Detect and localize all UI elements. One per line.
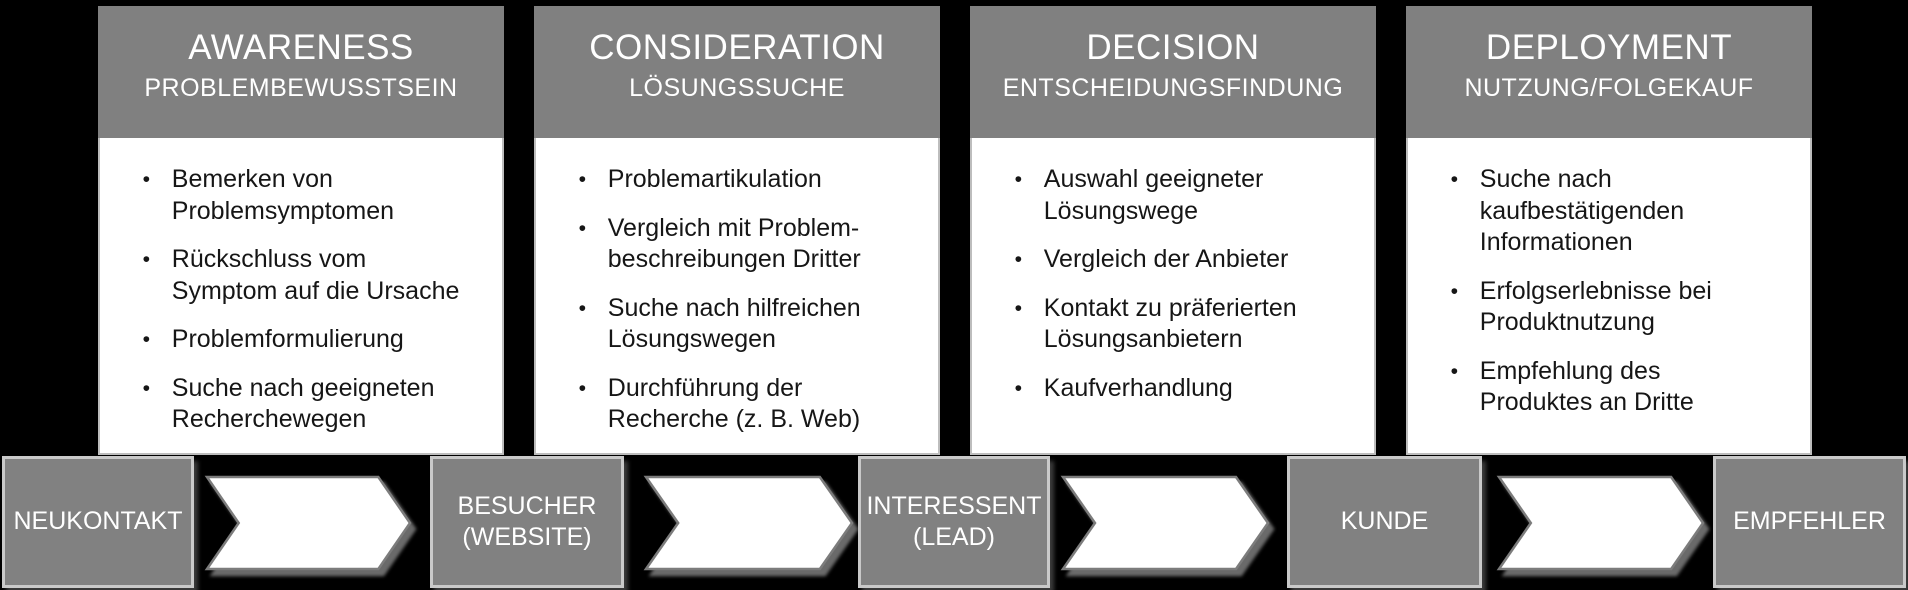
stage-title: DECISION	[1086, 28, 1260, 67]
bullet-text: Suche nach hilfreichen Lösungswegen	[607, 293, 861, 354]
bullet-text: Rückschluss vom Symptom auf die Ursache	[171, 245, 460, 305]
funnel-box-label: NEUKONTAKT	[13, 507, 183, 536]
bullet-item: • Suche nach hilfreichen Lösungswegen	[578, 293, 920, 356]
stage-title: CONSIDERATION	[589, 28, 885, 67]
chevron-arrow-icon	[1060, 475, 1270, 571]
funnel-box-label: BESUCHER (WEBSITE)	[457, 491, 597, 551]
stage-awareness-body: • Bemerken von Problemsymptomen • Rückschl…	[98, 138, 504, 455]
bullet-dot: •	[578, 295, 587, 320]
bullet-text: Bemerken von Problemsymptomen	[171, 165, 395, 225]
stage-subtitle: PROBLEMBEWUSSTSEIN	[144, 74, 458, 103]
bullet-item: • Auswahl geeigneter Lösungswege	[1014, 164, 1356, 227]
bullet-dot: •	[1450, 278, 1459, 303]
bullet-text: Erfolgserlebnisse bei Produktnutzung	[1479, 276, 1712, 337]
bullet-item: • Suche nach geeigneten Recherchewegen	[142, 373, 484, 436]
bullet-item: • Problemformulierung	[142, 324, 484, 356]
stage-consideration-header: CONSIDERATION LÖSUNGSSUCHE	[534, 6, 940, 138]
stage-decision-header: DECISION ENTSCHEIDUNGSFINDUNG	[970, 6, 1376, 138]
bullet-dot: •	[142, 167, 151, 192]
bullet-item: • Bemerken von Problemsymptomen	[142, 164, 484, 227]
bullet-item: • Problemartikulation	[578, 164, 920, 196]
stage-consideration: CONSIDERATION LÖSUNGSSUCHE • Problemartik…	[534, 6, 940, 455]
bullet-dot: •	[1450, 167, 1459, 192]
bullet-item: • Erfolgserlebnisse bei Produktnutzung	[1450, 276, 1792, 339]
stage-subtitle: LÖSUNGSSUCHE	[629, 74, 845, 103]
bullet-dot: •	[1450, 358, 1459, 383]
stage-deployment-header: DEPLOYMENT NUTZUNG/FOLGEKAUF	[1406, 6, 1812, 138]
chevron-arrow-icon	[204, 475, 412, 571]
stage-decision-body: • Auswahl geeigneter Lösungswege • Verglei…	[970, 138, 1376, 455]
funnel-box-interessent: INTERESSENT (LEAD)	[858, 456, 1050, 588]
bullet-text: Vergleich der Anbieter	[1043, 245, 1289, 273]
bullet-dot: •	[578, 375, 587, 400]
chevron-arrow-icon	[643, 475, 854, 571]
bullet-item: • Kaufverhandlung	[1014, 373, 1356, 405]
stage-title: AWARENESS	[188, 28, 414, 67]
bullet-dot: •	[1014, 375, 1023, 400]
bullet-text: Durchführung der Recherche (z. B. Web)	[607, 373, 861, 434]
bullet-dot: •	[1014, 247, 1023, 272]
bullet-text: Vergleich mit Problem- beschreibungen Dr…	[607, 213, 861, 274]
bullet-item: • Empfehlung des Produktes an Dritte	[1450, 356, 1792, 419]
funnel-box-empfehler: EMPFEHLER	[1713, 456, 1906, 588]
bullet-item: • Vergleich der Anbieter	[1014, 244, 1356, 276]
bullet-item: • Rückschluss vom Symptom auf die Ursache	[142, 244, 484, 307]
bullet-dot: •	[578, 215, 587, 240]
bullet-text: Kontakt zu präferierten Lösungsanbietern	[1043, 293, 1297, 354]
bullet-text: Empfehlung des Produktes an Dritte	[1479, 356, 1694, 417]
bullet-item: • Durchführung der Recherche (z. B. Web)	[578, 373, 920, 436]
funnel-box-label: KUNDE	[1340, 507, 1429, 536]
bullet-text: Problemartikulation	[607, 165, 822, 193]
bullet-dot: •	[142, 375, 151, 400]
bullet-text: Problemformulierung	[171, 325, 404, 353]
bullet-text: Kaufverhandlung	[1043, 373, 1233, 402]
stage-deployment-body: • Suche nach kaufbestätigenden Informatio…	[1406, 138, 1812, 455]
bullet-item: • Vergleich mit Problem- beschreibungen D…	[578, 213, 920, 276]
funnel-box-besucher: BESUCHER (WEBSITE)	[430, 456, 624, 588]
stage-subtitle: NUTZUNG/FOLGEKAUF	[1464, 74, 1754, 103]
stage-subtitle: ENTSCHEIDUNGSFINDUNG	[1002, 74, 1344, 103]
funnel-box-label: INTERESSENT (LEAD)	[866, 491, 1042, 551]
stage-awareness: AWARENESS PROBLEMBEWUSSTSEIN • Bemerken v…	[98, 6, 504, 455]
bullet-dot: •	[1014, 295, 1023, 320]
bullet-dot: •	[142, 327, 151, 352]
bullet-item: • Kontakt zu präferierten Lösungsanbieter…	[1014, 293, 1356, 356]
chevron-arrow-icon	[1496, 475, 1705, 571]
funnel-box-neukontakt: NEUKONTAKT	[2, 456, 194, 588]
stage-consideration-body: • Problemartikulation • Vergleich mit Prob…	[534, 138, 940, 455]
bullet-dot: •	[142, 247, 151, 272]
bullet-text: Auswahl geeigneter Lösungswege	[1043, 165, 1264, 225]
funnel-box-kunde: KUNDE	[1287, 456, 1482, 588]
bullet-dot: •	[578, 167, 587, 192]
stage-decision: DECISION ENTSCHEIDUNGSFINDUNG • Auswahl g…	[970, 6, 1376, 455]
bullet-text: Suche nach kaufbestätigenden Information…	[1479, 165, 1685, 256]
bullet-text: Suche nach geeigneten Recherchewegen	[171, 373, 435, 434]
bullet-item: • Suche nach kaufbestätigenden Informatio…	[1450, 164, 1792, 259]
stage-title: DEPLOYMENT	[1485, 28, 1733, 67]
funnel-box-label: EMPFEHLER	[1733, 507, 1886, 536]
stage-awareness-header: AWARENESS PROBLEMBEWUSSTSEIN	[98, 6, 504, 138]
stage-deployment: DEPLOYMENT NUTZUNG/FOLGEKAUF • Suche nach…	[1406, 6, 1812, 455]
bullet-dot: •	[1014, 167, 1023, 192]
